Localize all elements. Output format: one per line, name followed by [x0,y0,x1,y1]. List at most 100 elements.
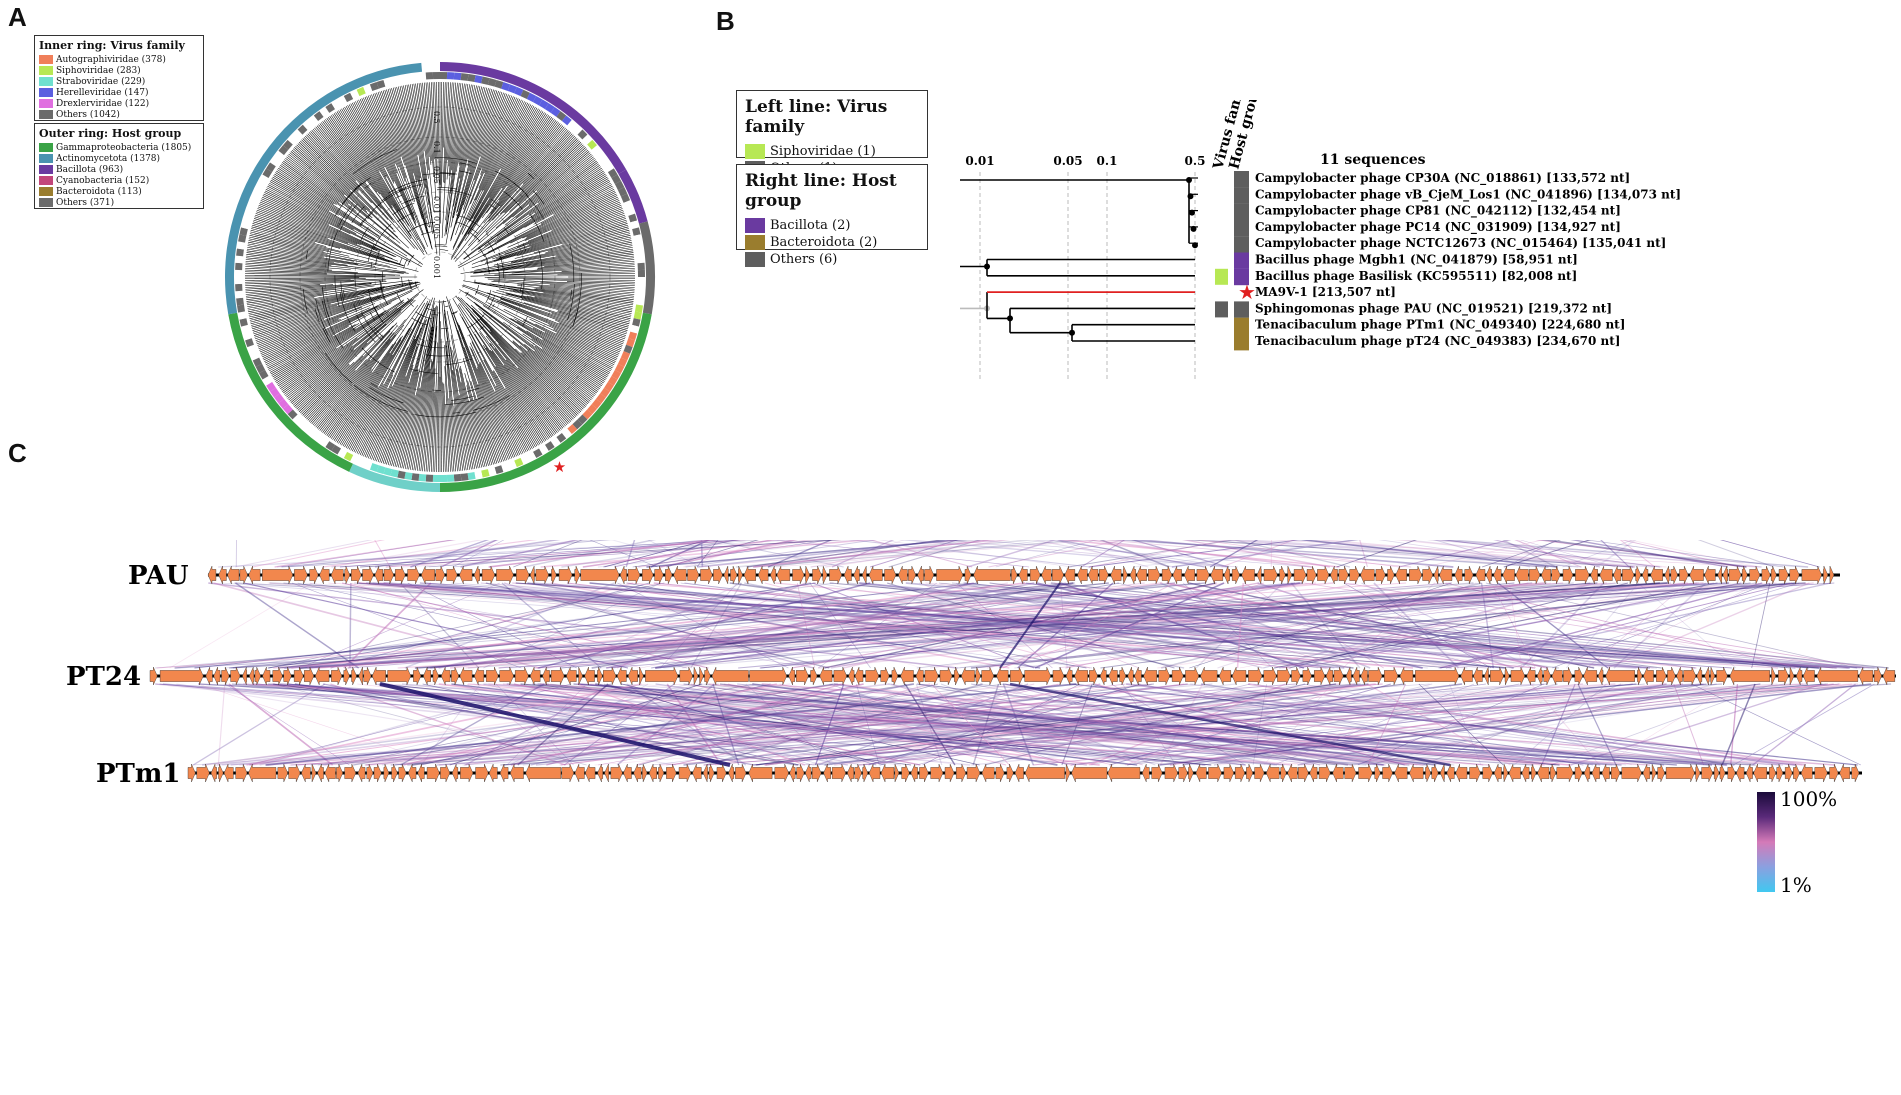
gene-arrow [944,763,955,783]
family-ring-segment [440,72,448,80]
family-ring-segment [350,89,360,100]
gene-arrow [603,666,617,686]
family-ring-segment [633,234,642,243]
gene-arrow [248,763,277,783]
gene-arrow [1778,565,1789,585]
legend-outer-label: Bacteroidota (113) [56,186,142,197]
gene-arrow [319,565,330,585]
gene-arrow [1129,565,1136,585]
gene-arrow [789,763,796,783]
family-ring-segment [282,404,293,415]
gene-arrow [1088,565,1099,585]
gene-arrow [1622,565,1635,585]
gene-arrow [358,666,364,686]
gene-arrow [908,565,916,585]
gene-arrow [1793,763,1800,783]
family-ring-segment [369,463,379,472]
genome-label: PTm1 [96,759,181,789]
gene-arrow [1800,763,1813,783]
legend-right-label: Bacteroidota (2) [770,235,878,250]
legend-outer-swatch [39,198,53,207]
synteny-strong-link [1009,682,1451,767]
gene-arrow [1464,565,1474,585]
gene-arrow [645,666,679,686]
gene-arrow [693,666,699,686]
identity-color-scale [1757,792,1775,892]
family-ring-segment [460,473,469,481]
tree-node [1189,209,1195,216]
identity-scale-max: 100% [1780,787,1837,811]
gene-arrow [496,565,514,585]
gene-arrow [1266,763,1280,783]
gene-arrow [1508,763,1521,783]
gene-arrow [1599,565,1613,585]
legend-left-item: Siphoviridae (1) [745,143,927,160]
gene-arrow [311,763,317,783]
gene-arrow [317,763,324,783]
gene-arrow [1161,565,1173,585]
family-ring-segment [274,393,284,404]
gene-arrow [499,763,509,783]
leaf-label: Campylobacter phage vB_CjeM_Los1 (NC_041… [1255,187,1681,202]
family-ring-segment [432,72,440,80]
gene-arrow [792,565,805,585]
gene-arrow [383,763,390,783]
gene-arrow [975,666,981,686]
gene-arrow [1736,763,1745,783]
gene-arrow [1776,763,1784,783]
identity-scale-min: 1% [1780,873,1812,897]
family-ring-segment [487,467,497,476]
gene-arrow [822,565,828,585]
family-ring-segment [245,338,254,348]
gene-arrow [617,666,627,686]
family-ring-segment [532,448,543,459]
legend-outer-label: Bacillota (963) [56,164,124,175]
family-ring-segment [270,156,280,167]
gene-arrow [884,565,897,585]
family-ring-segment [634,241,644,250]
gene-arrow [1188,763,1194,783]
gene-arrow [1254,763,1265,783]
family-ring-segment [411,473,420,481]
family-ring-segment [302,119,313,130]
family-ring-segment [634,304,644,313]
gene-arrow [315,666,330,686]
gene-arrow [1801,565,1822,585]
gene-arrow [398,763,407,783]
gene-arrow [862,763,869,783]
gene-arrow [1374,763,1381,783]
family-ring-segment [241,220,250,230]
family-ring-segment [526,92,537,103]
legend-outer-item: Bacteroidota (113) [39,186,203,197]
gene-arrow [658,763,665,783]
gene-arrow [1089,666,1098,686]
family-ring-segment [397,470,406,479]
gene-arrow [473,565,480,585]
gene-arrow [1493,565,1502,585]
gene-arrow [407,565,420,585]
gene-arrow [1287,763,1298,783]
gene-arrow [1223,565,1230,585]
family-ring-segment [390,76,399,85]
gene-arrow [344,763,357,783]
gene-arrow [692,763,702,783]
gene-arrow [597,763,603,783]
host-group-cell [1234,203,1249,220]
synteny-links-1 [218,540,1820,568]
gene-arrow [966,763,981,783]
host-group-cell [1234,268,1249,286]
sequence-count: 11 sequences [1320,152,1426,168]
gene-arrow [446,565,458,585]
family-ring-segment [632,227,641,236]
family-ring-segment [460,73,469,81]
gene-arrow [1052,565,1064,585]
gene-arrow [525,763,562,783]
legend-inner-item: Herelleviridae (147) [39,87,203,98]
gene-arrow [1503,763,1509,783]
legend-right-swatch [745,252,765,267]
gene-arrow [1298,763,1309,783]
family-ring-segment [520,454,530,465]
gene-arrow [1493,763,1502,783]
gene-arrow [1208,763,1222,783]
gene-arrow [749,666,787,686]
